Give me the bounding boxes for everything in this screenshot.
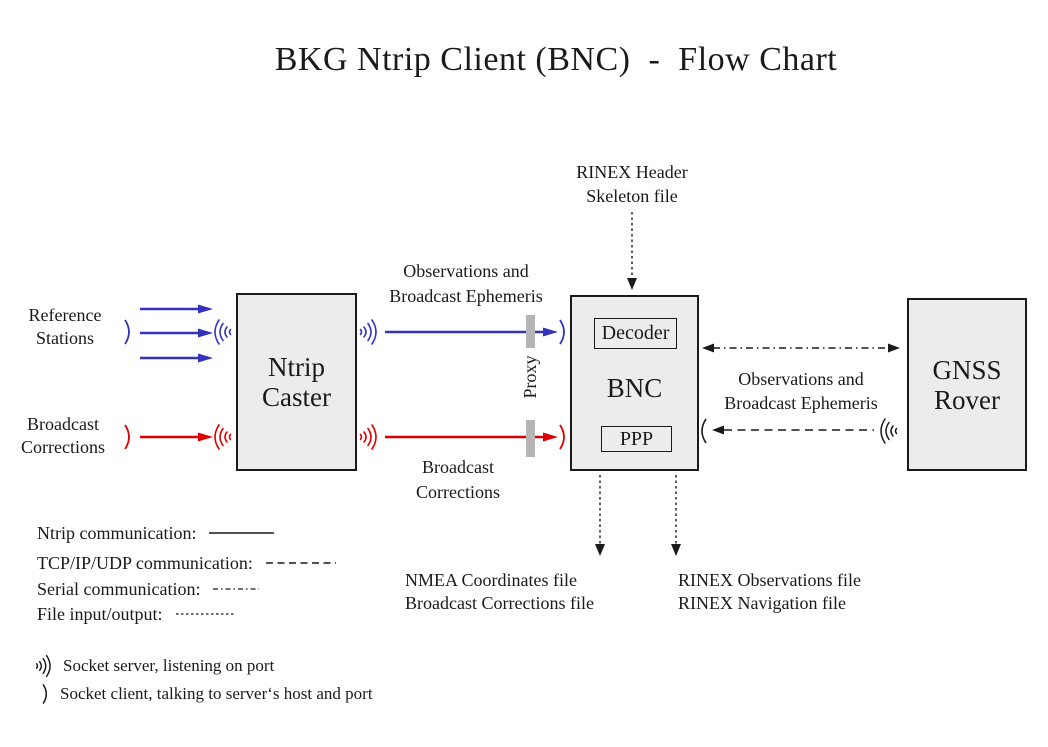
proxy-label: Proxy [520, 355, 540, 399]
reference-stations-label: Reference Stations [8, 304, 122, 350]
rinex-header-label: RINEX Header Skeleton file [532, 160, 732, 208]
ppp-box: PPP [601, 426, 672, 452]
legend-file-label: File input/output: [37, 604, 163, 624]
socket-client-legend-label: Socket client, talking to server‘s host … [60, 684, 373, 703]
proxy-bar-top [526, 315, 535, 348]
page-title: BKG Ntrip Client (BNC) - Flow Chart [274, 41, 838, 78]
dashed-line-sample [265, 562, 336, 564]
socket-client-icon [701, 418, 707, 444]
obs-right-line1: Observations and [738, 369, 864, 389]
nmea-files-line1: NMEA Coordinates file [405, 570, 577, 590]
rinex-files-line2: RINEX Navigation file [678, 593, 846, 613]
broadcast-mid-line1: Broadcast [422, 457, 494, 477]
socket-server-icon [359, 319, 377, 345]
socket-server-icon [214, 424, 232, 450]
broadcast-left-line2: Corrections [21, 437, 105, 457]
obs-ephemeris-arrow [385, 327, 558, 337]
legend-serial-row: Serial communication: [37, 579, 260, 599]
rinex-files-label: RINEX Observations file RINEX Navigation… [678, 569, 861, 615]
socket-client-legend-row: Socket client, talking to server‘s host … [40, 681, 373, 707]
legend-tcp-row: TCP/IP/UDP communication: [37, 553, 337, 573]
decoder-box: Decoder [594, 318, 677, 349]
obs-ephemeris-right-label: Observations and Broadcast Ephemeris [701, 367, 901, 415]
obs-right-line2: Broadcast Ephemeris [724, 393, 878, 413]
broadcast-corrections-left-label: Broadcast Corrections [6, 413, 120, 459]
legend-tcp-label: TCP/IP/UDP communication: [37, 553, 253, 573]
broadcast-left-line1: Broadcast [27, 414, 99, 434]
legend-file-row: File input/output: [37, 604, 237, 624]
socket-client-icon [124, 424, 130, 450]
socket-server-icon [359, 424, 377, 450]
proxy-bar-bottom [526, 420, 535, 457]
socket-client-icon [124, 319, 130, 345]
nmea-files-line2: Broadcast Corrections file [405, 593, 594, 613]
gnss-rover-line2: Rover [934, 384, 1000, 415]
rinex-header-input-arrow [627, 212, 637, 290]
legend-ntrip-row: Ntrip communication: [37, 523, 276, 543]
socket-server-legend-label: Socket server, listening on port [63, 656, 275, 675]
gnss-rover-node: GNSS Rover [907, 298, 1027, 471]
obs-mid-line1: Observations and [403, 261, 529, 281]
rinex-output-arrow [671, 475, 681, 556]
reference-stations-line1: Reference [28, 305, 102, 325]
broadcast-corrections-mid-label: Broadcast Corrections [358, 455, 558, 505]
dashdot-line-sample [213, 588, 260, 590]
serial-double-arrow [702, 343, 900, 353]
ntrip-caster-line2: Caster [262, 382, 331, 412]
socket-server-icon [880, 418, 898, 444]
broadcast-corrections-mid-arrow [385, 432, 558, 442]
rinex-header-line2: Skeleton file [586, 186, 678, 206]
nmea-output-arrow [595, 475, 605, 556]
gnss-rover-line1: GNSS [932, 354, 1002, 385]
finedash-line-sample [175, 613, 236, 615]
socket-client-icon [42, 683, 48, 705]
socket-server-icon [214, 319, 232, 345]
broadcast-mid-line2: Corrections [416, 482, 500, 502]
obs-mid-line2: Broadcast Ephemeris [389, 286, 543, 306]
tcp-arrow-rover-to-bnc [712, 425, 874, 435]
bnc-node: Decoder BNC PPP [570, 295, 699, 471]
rinex-files-line1: RINEX Observations file [678, 570, 861, 590]
reference-stations-arrows [140, 304, 213, 363]
legend-ntrip-label: Ntrip communication: [37, 523, 197, 543]
nmea-files-label: NMEA Coordinates file Broadcast Correcti… [405, 569, 594, 615]
socket-client-icon [559, 319, 565, 345]
broadcast-corrections-arrow [140, 432, 213, 442]
socket-server-icon [35, 654, 51, 678]
reference-stations-line2: Stations [35, 328, 94, 348]
socket-server-legend-row: Socket server, listening on port [34, 653, 274, 679]
socket-client-icon [559, 424, 565, 450]
bnc-label: BNC [606, 373, 663, 403]
solid-line-sample [209, 532, 275, 534]
legend-serial-label: Serial communication: [37, 579, 201, 599]
rinex-header-line1: RINEX Header [576, 162, 688, 182]
ntrip-caster-line1: Ntrip [268, 352, 325, 382]
ntrip-caster-node: Ntrip Caster [236, 293, 357, 471]
obs-ephemeris-mid-label: Observations and Broadcast Ephemeris [366, 259, 566, 309]
